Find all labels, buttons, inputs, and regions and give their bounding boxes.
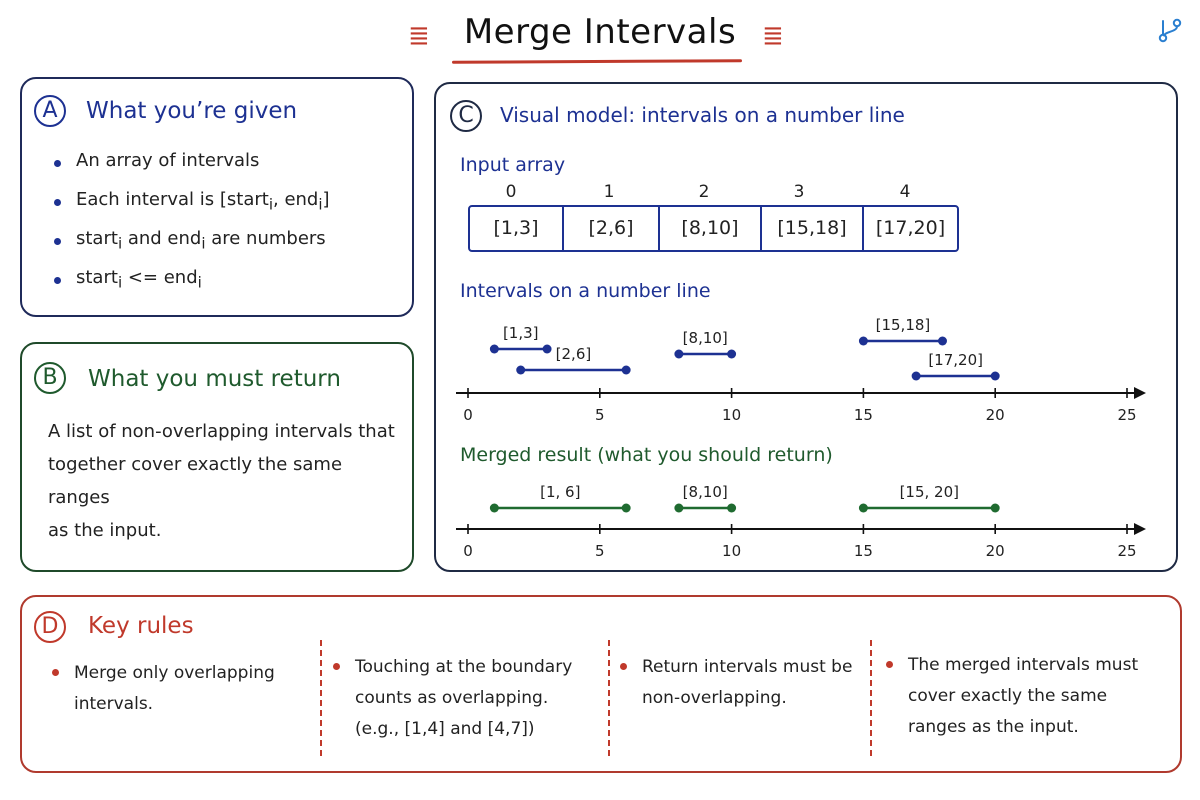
rule-divider	[320, 640, 322, 756]
merged-intervals-chart: 0 5 10 15 20 25 [1, 6] [8,10] [15, 20]	[456, 483, 1146, 560]
panel-a-heading: What you’re given	[86, 98, 298, 124]
interval-end-point	[937, 336, 947, 346]
badge-c: C	[450, 100, 482, 132]
given-list: An array of intervals Each interval is […	[52, 150, 330, 306]
array-index: 2	[698, 182, 710, 202]
rule-item: Merge only overlapping intervals.	[52, 658, 304, 720]
panel-return	[20, 342, 414, 572]
interval-start-point	[911, 371, 921, 381]
axis-tick-label: 25	[1117, 406, 1136, 424]
interval-start-point	[674, 503, 684, 513]
interval-end-point	[990, 503, 1000, 513]
axis-tick-label: 0	[463, 542, 473, 560]
axis-tick-label: 5	[595, 406, 605, 424]
array-cell: [8,10]	[660, 207, 762, 252]
given-item: starti <= endi	[52, 267, 330, 306]
panel-c-heading: Visual model: intervals on a number line	[500, 103, 905, 127]
interval-label: [15, 20]	[900, 483, 959, 501]
panel-key-rules	[20, 595, 1182, 773]
axis-tick-label: 20	[986, 406, 1005, 424]
panel-b-heading: What you must return	[88, 366, 341, 392]
rule-item: Return intervals must be non-overlapping…	[620, 652, 862, 714]
array-cell: [2,6]	[564, 207, 660, 252]
interval-end-point	[990, 371, 1000, 381]
given-item: Each interval is [starti, endi]	[52, 189, 330, 228]
interval-end-point	[621, 365, 631, 375]
rule-item: The merged intervals must cover exactly …	[886, 650, 1158, 743]
given-item: An array of intervals	[52, 150, 330, 189]
array-cell: [17,20]	[875, 217, 946, 239]
number-line-label: Intervals on a number line	[460, 280, 711, 302]
title-decoration-left: ==	[408, 16, 430, 56]
axis-tick-label: 15	[854, 542, 873, 560]
interval-label: [2,6]	[556, 345, 592, 363]
git-branch-icon[interactable]	[1156, 16, 1184, 44]
given-item: starti and endi are numbers	[52, 228, 330, 267]
rule-item: Touching at the boundary counts as overl…	[333, 652, 595, 745]
interval-start-point	[858, 503, 868, 513]
array-index: 1	[603, 182, 615, 202]
interval-start-point	[858, 336, 868, 346]
interval-label: [1,3]	[503, 324, 539, 342]
input-array-label: Input array	[460, 154, 566, 176]
interval-label: [15,18]	[876, 316, 931, 334]
interval-label: [17,20]	[928, 351, 983, 369]
rule-divider	[870, 640, 872, 756]
array-cell: [15,18]	[762, 207, 864, 252]
axis-tick-label: 10	[722, 542, 741, 560]
axis-tick-label: 0	[463, 406, 473, 424]
title-decoration-right: ==	[762, 16, 784, 56]
axis-tick-label: 5	[595, 542, 605, 560]
axis-tick-label: 20	[986, 542, 1005, 560]
axis-arrow	[1134, 387, 1146, 399]
panel-given	[20, 77, 414, 317]
interval-start-point	[674, 349, 684, 359]
interval-end-point	[727, 349, 737, 359]
badge-b: B	[34, 362, 66, 394]
title-underline	[451, 59, 743, 64]
interval-end-point	[727, 503, 737, 513]
interval-start-point	[489, 344, 499, 354]
axis-tick-label: 10	[722, 406, 741, 424]
bullet-dot	[333, 663, 340, 670]
interval-diagram: 0 5 10 15 20 25 [1,3] [2,6] [8,10] [15,18] [17,20]…	[456, 316, 1146, 560]
input-array: [1,3] [2,6] [8,10] [15,18] [17,20]	[468, 205, 959, 252]
interval-label: [1, 6]	[540, 483, 580, 501]
interval-end-point	[542, 344, 552, 354]
rule-divider	[608, 640, 610, 756]
array-index: 3	[793, 182, 805, 202]
bullet-dot	[886, 661, 893, 668]
interval-start-point	[489, 503, 499, 513]
panel-visual-model	[434, 82, 1178, 572]
badge-d: D	[34, 611, 66, 643]
page-title: Merge Intervals	[463, 12, 737, 52]
interval-end-point	[621, 503, 631, 513]
return-description: A list of non-overlapping intervals that…	[48, 421, 395, 541]
interval-label: [8,10]	[683, 329, 728, 347]
bullet-dot	[620, 663, 627, 670]
panel-d-heading: Key rules	[88, 613, 194, 639]
interval-label: [8,10]	[683, 483, 728, 501]
interval-start-point	[516, 365, 526, 375]
badge-a: A	[34, 95, 66, 127]
input-intervals-chart: 0 5 10 15 20 25 [1,3] [2,6] [8,10] [15,18] [17,20]	[456, 316, 1146, 424]
array-index: 0	[505, 182, 517, 202]
bullet-dot	[52, 669, 59, 676]
array-cell: [1,3]	[470, 207, 564, 252]
merged-result-label: Merged result (what you should return)	[460, 444, 833, 466]
array-index: 4	[899, 182, 911, 202]
axis-tick-label: 25	[1117, 542, 1136, 560]
axis-tick-label: 15	[854, 406, 873, 424]
axis-arrow	[1134, 523, 1146, 535]
